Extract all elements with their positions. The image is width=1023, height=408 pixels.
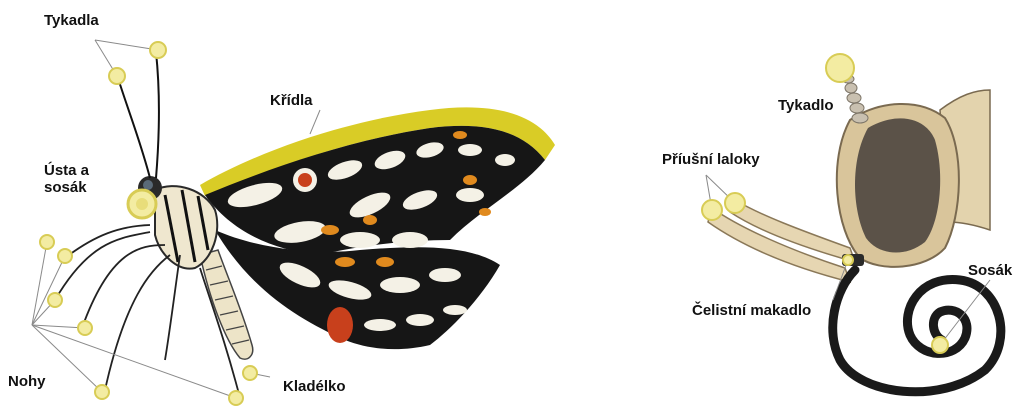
compound-eye: [855, 118, 940, 252]
label-maxillary-palp: Čelistní makadlo: [692, 302, 811, 319]
marker-leg-3: [48, 293, 62, 307]
label-wings: Křídla: [270, 92, 313, 109]
label-antenna: Tykadlo: [778, 97, 834, 114]
marker-leg-1: [40, 235, 54, 249]
marker-leg-2: [58, 249, 72, 263]
label-ovipositor: Kladélko: [283, 378, 346, 395]
eye: [143, 180, 153, 190]
marker-antenna-knob: [826, 54, 854, 82]
marker-leg-5: [95, 385, 109, 399]
marker-leg-4: [78, 321, 92, 335]
marker-ovipositor: [243, 366, 257, 380]
marker-antenna-tip-right: [150, 42, 166, 58]
marker-proboscis: [932, 337, 948, 353]
head-detail: [708, 75, 1001, 392]
wing-red-spot: [327, 307, 353, 343]
label-labial-lobes: Příušní laloky: [662, 151, 760, 168]
label-mouth: Ústa a sosák: [44, 162, 114, 196]
label-legs: Nohy: [8, 373, 46, 390]
marker-leg-6: [229, 391, 243, 405]
wing-eyespot: [287, 162, 323, 198]
markers-left: [40, 42, 257, 405]
antenna-right: [156, 52, 159, 178]
label-antennae: Tykadla: [44, 12, 99, 29]
label-proboscis: Sosák: [968, 262, 1012, 279]
marker-labial-lobe-2: [725, 193, 745, 213]
antenna-segments: [842, 75, 868, 123]
antenna-left: [118, 78, 150, 178]
marker-mouth-core: [136, 198, 148, 210]
marker-antenna-tip-left: [109, 68, 125, 84]
proboscis-coil: [833, 270, 1001, 392]
marker-maxillary-palp: [843, 255, 853, 265]
marker-labial-lobe-1: [702, 200, 722, 220]
